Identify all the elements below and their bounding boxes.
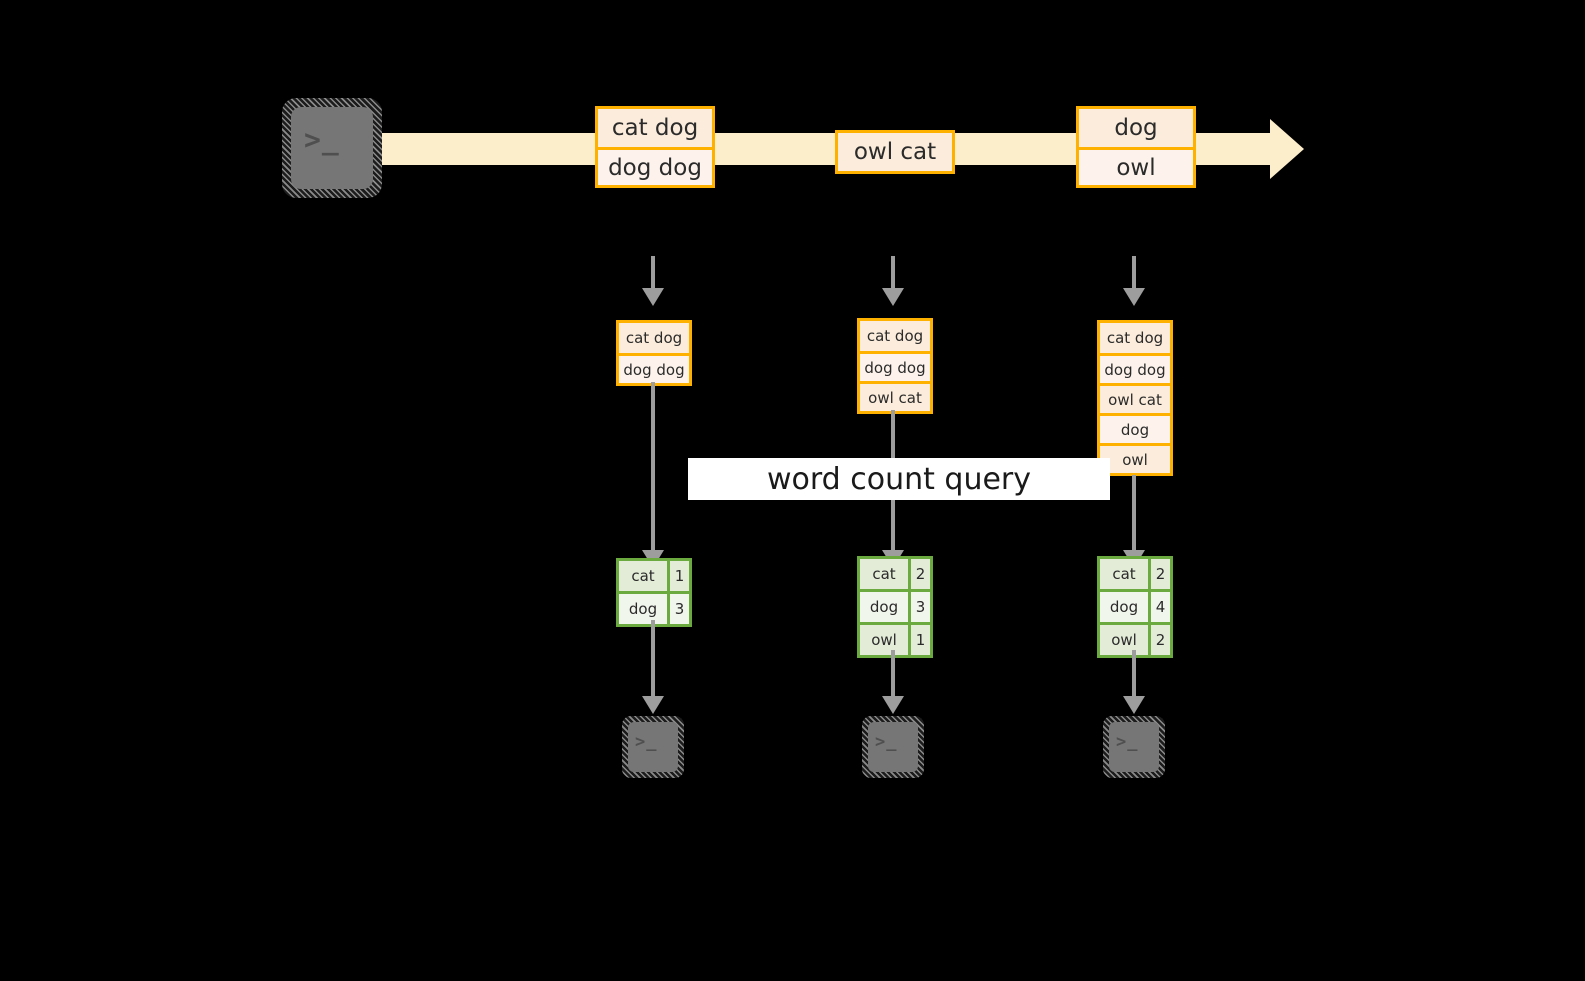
snapshot-box-3: cat dog dog dog owl cat dog owl [1097, 320, 1173, 476]
stream-record-line: dog dog [598, 147, 712, 185]
snapshot-line: dog dog [619, 353, 689, 383]
sink-link-arrowhead-1 [642, 696, 664, 714]
stream-record-3: dog owl [1076, 106, 1196, 188]
result-count: 1 [908, 625, 930, 655]
sink-link-line-3 [1132, 650, 1136, 698]
result-count: 2 [908, 559, 930, 589]
result-table-1: cat 1 dog 3 [616, 558, 692, 627]
query-link-line-1 [651, 382, 655, 552]
sink-terminal-icon-1[interactable]: >_ [622, 716, 684, 778]
terminal-screen [868, 722, 918, 772]
result-count: 4 [1148, 592, 1170, 622]
result-word: owl [1100, 625, 1148, 655]
snapshot-line: cat dog [860, 321, 930, 351]
terminal-prompt-glyph: >_ [875, 732, 898, 752]
snapshot-link-dashed-1 [651, 256, 655, 288]
table-row: owl 1 [860, 622, 930, 655]
stream-record-1: cat dog dog dog [595, 106, 715, 188]
result-word: dog [619, 594, 667, 624]
result-word: dog [1100, 592, 1148, 622]
terminal-screen [628, 722, 678, 772]
snapshot-line: dog dog [860, 351, 930, 381]
stream-record-2: owl cat [835, 130, 955, 174]
table-row: dog 3 [619, 591, 689, 624]
result-count: 3 [908, 592, 930, 622]
snapshot-line: owl [1100, 443, 1170, 473]
stream-record-line: cat dog [598, 109, 712, 147]
snapshot-link-arrowhead-1 [642, 288, 664, 306]
table-row: cat 2 [1100, 559, 1170, 589]
sink-terminal-icon-2[interactable]: >_ [862, 716, 924, 778]
terminal-prompt-glyph: >_ [1116, 732, 1139, 752]
result-word: owl [860, 625, 908, 655]
table-row: cat 1 [619, 561, 689, 591]
result-count: 3 [667, 594, 689, 624]
terminal-screen [291, 107, 373, 189]
stream-arrow-head [1270, 119, 1304, 179]
sink-link-arrowhead-3 [1123, 696, 1145, 714]
snapshot-box-1: cat dog dog dog [616, 320, 692, 386]
snapshot-link-arrowhead-3 [1123, 288, 1145, 306]
stream-record-line: owl [1079, 147, 1193, 185]
stream-record-line: dog [1079, 109, 1193, 147]
snapshot-line: owl cat [860, 381, 930, 411]
table-row: dog 4 [1100, 589, 1170, 622]
snapshot-link-arrowhead-2 [882, 288, 904, 306]
result-count: 2 [1148, 559, 1170, 589]
snapshot-link-dashed-2 [891, 256, 895, 288]
snapshot-link-dashed-3 [1132, 256, 1136, 288]
table-row: cat 2 [860, 559, 930, 589]
snapshot-line: owl cat [1100, 383, 1170, 413]
query-link-line-3 [1132, 475, 1136, 552]
sink-terminal-icon-3[interactable]: >_ [1103, 716, 1165, 778]
result-word: cat [860, 559, 908, 589]
table-row: dog 3 [860, 589, 930, 622]
snapshot-line: dog dog [1100, 353, 1170, 383]
result-word: cat [619, 561, 667, 591]
sink-link-line-2 [891, 650, 895, 698]
query-banner-label: word count query [766, 461, 1032, 497]
stream-record-line: owl cat [838, 133, 952, 171]
table-row: owl 2 [1100, 622, 1170, 655]
result-word: cat [1100, 559, 1148, 589]
result-table-3: cat 2 dog 4 owl 2 [1097, 556, 1173, 658]
result-table-2: cat 2 dog 3 owl 1 [857, 556, 933, 658]
terminal-screen [1109, 722, 1159, 772]
terminal-prompt-glyph: >_ [635, 732, 658, 752]
result-count: 2 [1148, 625, 1170, 655]
sink-link-arrowhead-2 [882, 696, 904, 714]
result-count: 1 [667, 561, 689, 591]
snapshot-line: cat dog [1100, 323, 1170, 353]
snapshot-line: dog [1100, 413, 1170, 443]
query-banner: word count query [688, 458, 1110, 500]
sink-link-line-1 [651, 620, 655, 698]
result-word: dog [860, 592, 908, 622]
snapshot-box-2: cat dog dog dog owl cat [857, 318, 933, 414]
source-terminal-icon[interactable]: >_ [282, 98, 382, 198]
terminal-prompt-glyph: >_ [304, 123, 340, 156]
snapshot-line: cat dog [619, 323, 689, 353]
